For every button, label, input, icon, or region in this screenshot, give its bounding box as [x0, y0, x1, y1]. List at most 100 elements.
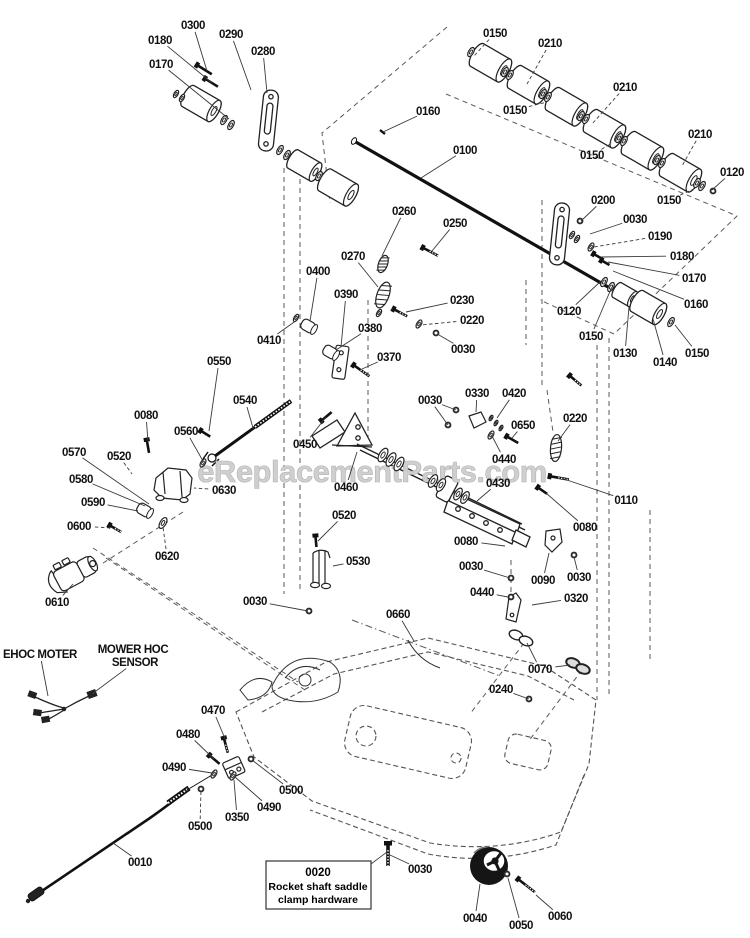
leader-line	[438, 334, 454, 344]
note-box-line1: Rocket shaft saddle	[268, 881, 367, 893]
part-label-0520: 0520	[107, 451, 131, 463]
part-label-0120: 0120	[557, 306, 581, 318]
part-label-0030: 0030	[408, 864, 432, 876]
leader-line	[381, 217, 402, 257]
leader-line	[405, 302, 448, 313]
part-label-0590: 0590	[81, 497, 105, 509]
leader-line	[434, 406, 449, 426]
leader-line	[483, 569, 511, 579]
leader-line	[555, 664, 571, 668]
part-label-ehoc-moter: EHOC MOTER	[3, 649, 78, 661]
note-box-number: 0020	[305, 867, 331, 879]
part-label-0150: 0150	[503, 105, 527, 117]
part-label-0280: 0280	[251, 46, 275, 58]
leader-line	[526, 642, 537, 663]
hardware-parts	[106, 42, 717, 894]
note-box-line2: clamp hardware	[278, 894, 358, 906]
leader-line	[62, 583, 74, 596]
part-label-0410: 0410	[257, 335, 281, 347]
part-label-0480: 0480	[176, 729, 200, 741]
part-label-0190: 0190	[648, 231, 672, 243]
leader-line	[652, 318, 664, 356]
leader-line	[531, 599, 562, 606]
leader-line	[674, 324, 693, 347]
leader-line	[234, 776, 263, 802]
pivot-shaft-assembly	[311, 411, 531, 548]
leader-line	[215, 716, 227, 742]
part-label-0580: 0580	[69, 474, 93, 486]
part-label-0080: 0080	[454, 536, 478, 548]
part-label-0010: 0010	[128, 857, 152, 869]
part-label-0080: 0080	[134, 410, 158, 422]
leader-line	[473, 39, 490, 57]
leader-line	[123, 462, 133, 475]
part-label-0610: 0610	[45, 597, 69, 609]
leader-line	[601, 142, 613, 150]
part-label-sensor: SENSOR	[112, 657, 159, 669]
part-label-0650: 0650	[511, 420, 535, 432]
part-label-0440: 0440	[470, 587, 494, 599]
part-label-0520: 0520	[332, 510, 356, 522]
part-label-0210: 0210	[688, 129, 712, 141]
part-label-0030: 0030	[243, 596, 267, 608]
hanger-bracket-right	[548, 202, 571, 266]
leader-line	[496, 399, 510, 419]
leader-line	[593, 238, 646, 248]
gauge-wheel	[470, 846, 508, 885]
part-label-0660: 0660	[386, 609, 410, 621]
deck-spindle-details	[239, 639, 441, 703]
part-label-0160: 0160	[416, 106, 440, 118]
leader-line	[168, 69, 230, 120]
leader-line	[573, 556, 578, 571]
leader-line	[681, 140, 697, 167]
leader-line	[441, 404, 457, 411]
leader-line	[94, 526, 114, 529]
leader-line	[545, 492, 579, 522]
part-label-0470: 0470	[201, 705, 225, 717]
leader-line	[233, 40, 252, 91]
leader-line	[535, 894, 554, 911]
leader-line	[420, 321, 457, 326]
lift-rod	[202, 399, 293, 467]
part-label-0230: 0230	[450, 295, 474, 307]
leader-line	[208, 367, 219, 432]
part-label-0220: 0220	[460, 315, 484, 327]
leader-line	[194, 740, 215, 760]
leader-line	[625, 306, 630, 347]
leader-line	[481, 542, 506, 547]
leader-line	[600, 255, 667, 258]
part-label-0040: 0040	[463, 913, 487, 925]
part-label-0110: 0110	[614, 495, 637, 507]
part-label-0250: 0250	[443, 218, 467, 230]
part-label-0320: 0320	[564, 593, 588, 605]
part-label-0060: 0060	[548, 911, 572, 923]
leader-line	[332, 563, 344, 567]
leader-line	[361, 361, 378, 370]
part-label-0370: 0370	[377, 352, 401, 364]
part-label-0500: 0500	[188, 821, 212, 833]
leader-line	[251, 759, 284, 785]
leader-line	[589, 222, 623, 235]
leader-line	[246, 406, 254, 429]
part-label-0270: 0270	[341, 251, 365, 263]
part-label-0050: 0050	[509, 920, 533, 932]
part-label-0130: 0130	[613, 348, 637, 360]
leader-line	[475, 883, 481, 912]
part-label-0220: 0220	[563, 413, 587, 425]
part-label-0330: 0330	[465, 388, 489, 400]
leader-line	[507, 877, 520, 919]
part-label-0170: 0170	[149, 59, 173, 71]
part-label-0350: 0350	[225, 812, 249, 824]
leader-line	[711, 177, 726, 191]
leader-line	[193, 487, 209, 490]
leader-line	[40, 660, 49, 697]
leader-line	[680, 188, 695, 196]
leader-line	[269, 603, 309, 612]
leader-line	[420, 155, 457, 179]
leader-line	[340, 300, 346, 348]
part-label-mower-hoc: MOWER HOC	[98, 644, 169, 656]
part-label-0420: 0420	[502, 388, 526, 400]
hoc-motor	[47, 555, 99, 594]
part-label-0100: 0100	[453, 145, 477, 157]
